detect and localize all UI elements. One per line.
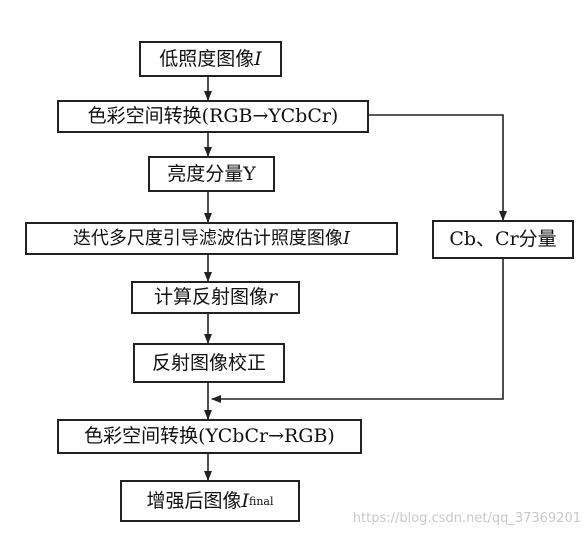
node-label: 增强后图像 bbox=[146, 489, 242, 512]
arrow-rgb-ycbcr-to-chroma bbox=[369, 114, 507, 221]
node-ycbcr-to-rgb: 色彩空间转换(YCbCr→RGB) bbox=[57, 419, 362, 454]
node-label: 迭代多尺度引导滤波估计照度图像 bbox=[72, 227, 343, 249]
arrow-chroma-to-merge bbox=[211, 259, 504, 403]
node-label: 计算反射图像 bbox=[153, 286, 268, 308]
node-symbol: I bbox=[342, 227, 351, 249]
node-symbol: I bbox=[254, 47, 262, 70]
node-label: 反射图像校正 bbox=[151, 351, 266, 374]
node-subscript: final bbox=[249, 494, 274, 508]
node-label: 色彩空间转换(YCbCr→RGB) bbox=[84, 425, 335, 447]
node-rgb-to-ycbcr: 色彩空间转换(RGB→YCbCr) bbox=[57, 100, 369, 133]
node-luma-y: 亮度分量Y bbox=[148, 156, 275, 192]
node-correction: 反射图像校正 bbox=[133, 343, 285, 383]
node-cb-cr: Cb、Cr分量 bbox=[432, 220, 574, 259]
node-label: 亮度分量Y bbox=[167, 162, 256, 185]
node-label: Cb、Cr分量 bbox=[449, 228, 557, 250]
node-symbol: I bbox=[241, 489, 250, 512]
node-symbol: r bbox=[267, 286, 278, 308]
node-label: 低照度图像 bbox=[159, 47, 255, 70]
node-label: 色彩空间转换(RGB→YCbCr) bbox=[87, 105, 339, 127]
watermark-text: https://blog.csdn.net/qq_37369201 bbox=[352, 511, 581, 526]
